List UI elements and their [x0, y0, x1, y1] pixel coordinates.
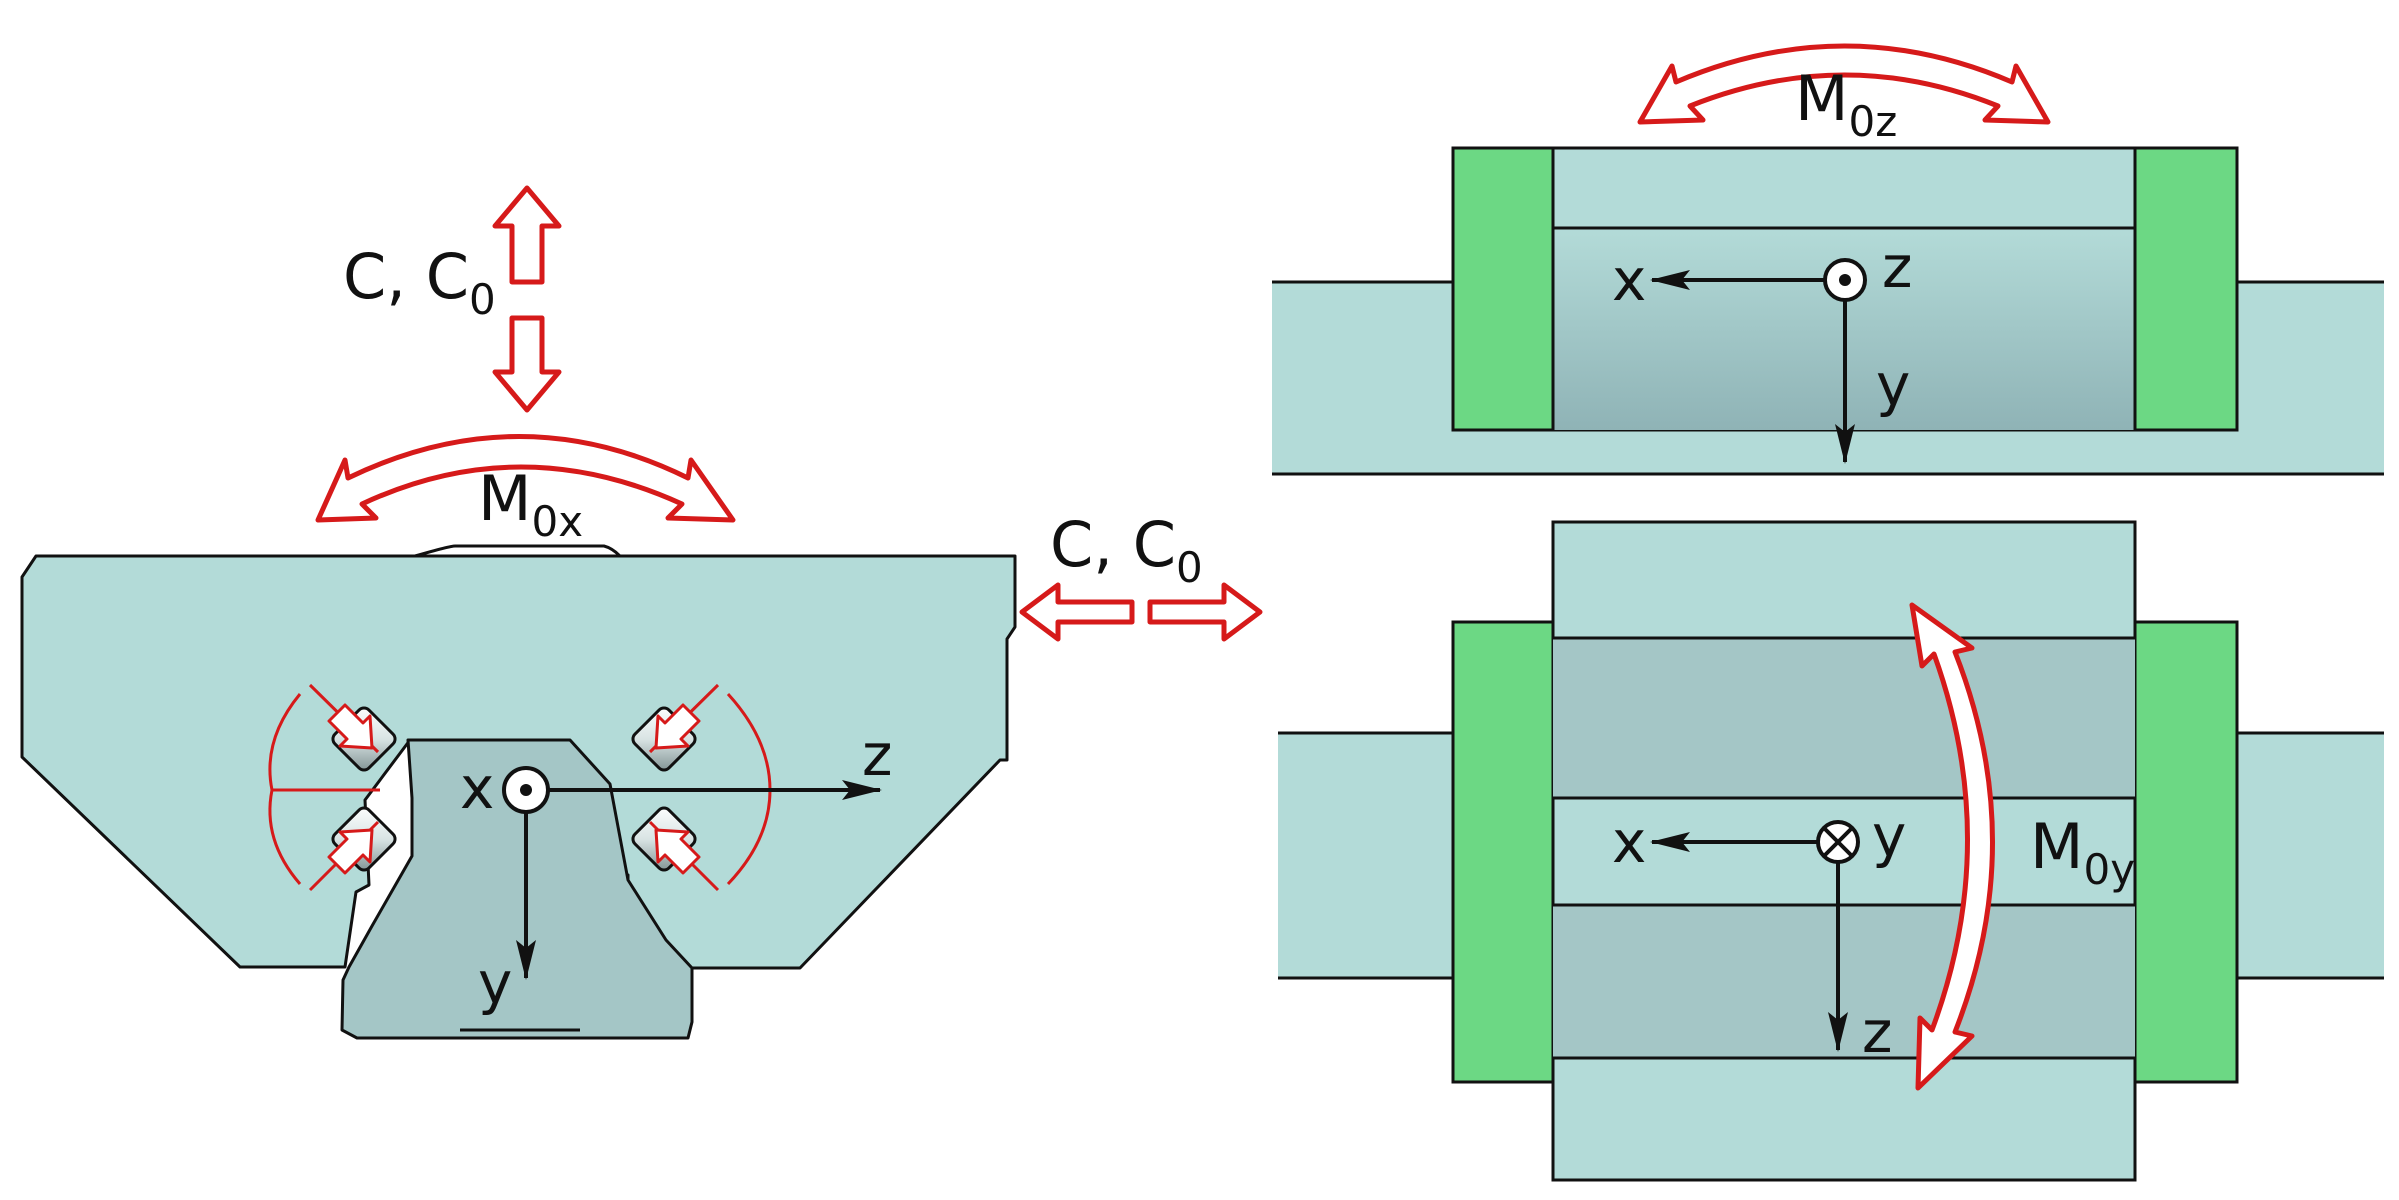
top-view: y x z M0y [1278, 520, 2384, 1182]
axis-label-vertical: y [1876, 351, 1910, 419]
moment-arrow-my [1909, 602, 1995, 1091]
axis-label-horizontal: x [1612, 246, 1646, 314]
guide-rail [340, 738, 694, 1040]
load-label: C, C0 [343, 240, 496, 324]
axis-label-horizontal: z [862, 721, 892, 789]
moment-label-my: M0y [2030, 810, 2135, 894]
moment-arrow-mx [315, 434, 736, 523]
end-cap-left [1451, 620, 1555, 1084]
axis-label-vertical: y [478, 949, 512, 1017]
axis-label-origin: x [460, 754, 494, 822]
cross-section-view: x z y C, C0 M0x [20, 185, 1017, 1040]
carriage-band-lower [1553, 905, 2135, 1058]
axis-label-horizontal: x [1612, 808, 1646, 876]
end-cap-right [2133, 620, 2239, 1084]
lateral-arrow-left [1019, 582, 1135, 642]
lateral-load-arrows: C, C0 [1019, 508, 1263, 642]
carriage-top-groove [414, 544, 622, 558]
moment-label-mz: M0z [1795, 62, 1897, 146]
load-arrow-up [492, 185, 562, 285]
load-arrow-down [492, 315, 562, 413]
axis-label-origin: y [1872, 802, 1906, 870]
end-cap-right [2133, 146, 2239, 432]
lateral-load-label: C, C0 [1050, 508, 1203, 592]
contact-force-arrows [327, 703, 701, 875]
carriage-band-upper [1553, 638, 2135, 798]
moment-arrow-mz [1637, 43, 2051, 125]
end-cap-left [1451, 146, 1555, 432]
lateral-arrow-right [1147, 582, 1263, 642]
axis-label-origin: z [1882, 233, 1912, 301]
side-view: z x y M0z [1272, 43, 2384, 476]
moment-label-mx: M0x [478, 462, 583, 546]
axis-label-vertical: z [1862, 998, 1892, 1066]
